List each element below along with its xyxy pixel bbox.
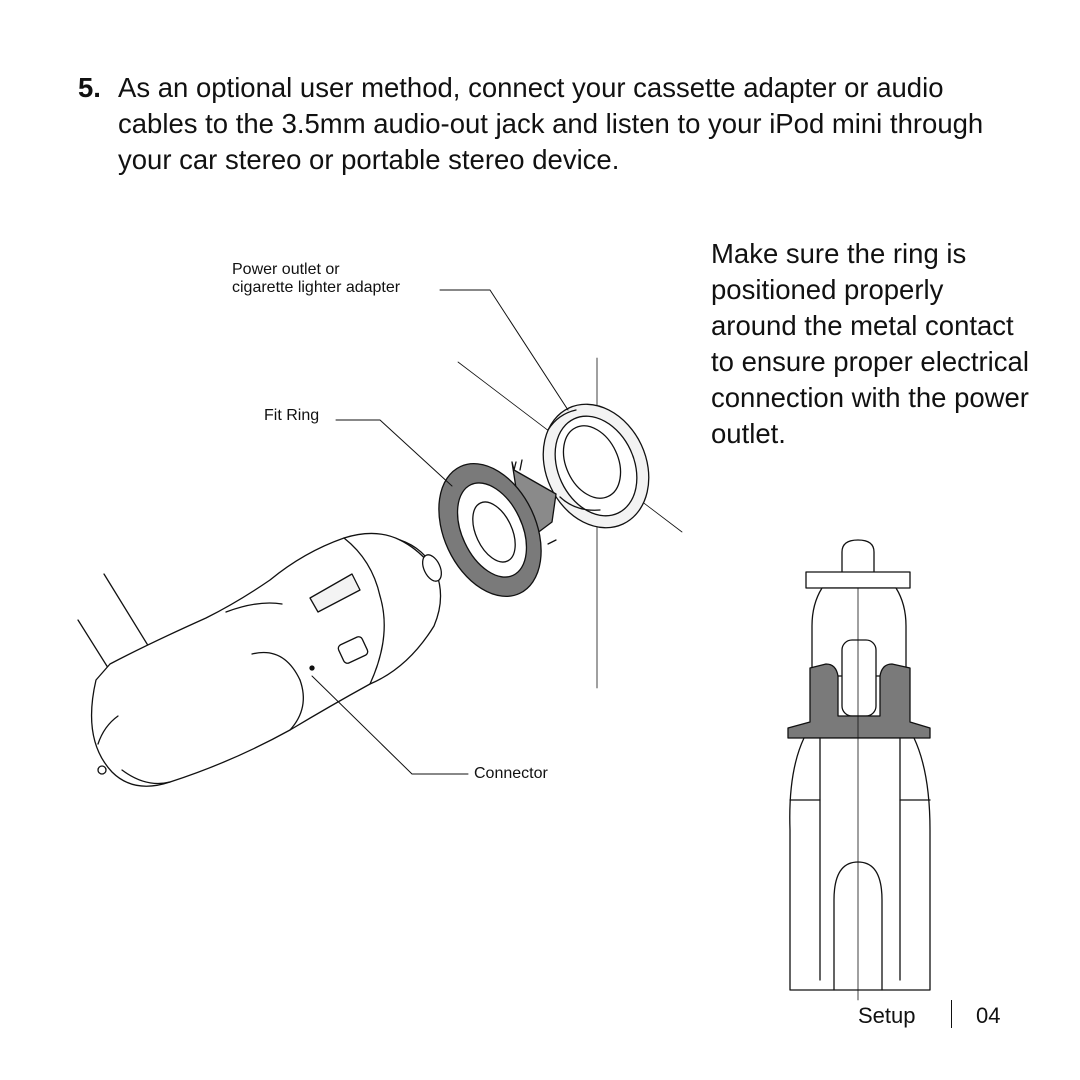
outlet-ring-illustration bbox=[542, 403, 650, 529]
leader-lines bbox=[311, 289, 569, 775]
footer-section-label: Setup bbox=[858, 1003, 916, 1028]
fit-ring-illustration bbox=[438, 459, 557, 598]
ring-placement-note: Make sure the ring is positioned properl… bbox=[711, 238, 1029, 449]
callout-connector: Connector bbox=[474, 765, 548, 782]
callout-power-outlet-line1: Power outlet or bbox=[232, 261, 340, 278]
callout-power-outlet-line2: cigarette lighter adapter bbox=[232, 279, 401, 296]
connector-front-view-illustration bbox=[787, 539, 931, 1001]
step-number: 5. bbox=[78, 72, 101, 103]
step-5: 5. As an optional user method, connect y… bbox=[78, 70, 1028, 178]
connector-body-illustration bbox=[90, 532, 443, 787]
page-number: 04 bbox=[976, 1003, 1001, 1028]
footer-separator bbox=[951, 1000, 952, 1028]
step-text: As an optional user method, connect your… bbox=[118, 72, 984, 175]
callout-fit-ring: Fit Ring bbox=[264, 407, 320, 424]
